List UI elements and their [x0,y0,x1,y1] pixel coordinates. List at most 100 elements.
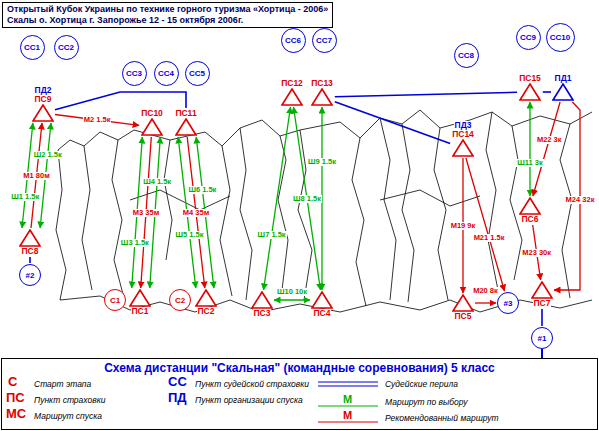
legend-rope-sample [318,385,378,386]
belay-point: ПС11 [174,109,197,136]
route-label: М2 1.5к [83,116,112,124]
belay-point: ПД2ПС9 [32,86,54,122]
route-label: Ш9 1.5к [307,158,337,166]
legend-text: Пункт страховки [34,395,105,405]
legend-text: Старт этапа [34,379,91,389]
point-label: ПС14 [451,130,475,139]
legend-text: Судейские перила [385,379,458,389]
route-line [264,107,291,290]
route-label: Ш4 1.5к [142,178,172,186]
point-label: ПД1 [554,74,573,83]
belay-triangle-outline [130,290,150,306]
belay-triangle [519,83,541,101]
belay-triangle [19,229,41,247]
legend-symbol: С [8,375,17,389]
point-label: ПД2 [34,86,53,95]
point-label: ПС6 [521,215,540,224]
belay-triangle-outline [520,84,540,100]
belay-triangle [519,197,541,215]
route-label: М20 8к [472,287,499,295]
station-circle: С2 [169,289,191,311]
station-circle: СС6 [281,28,306,53]
station-circle: СС5 [185,61,210,86]
route-label: М3 35м [132,209,160,217]
route-label: Ш8 1.5к [292,195,322,203]
legend-caption: Схема дистанции "Скальная" (командные со… [0,361,599,375]
belay-triangle-outline [453,140,473,156]
station-label: СС1 [24,43,40,52]
station-circle: #2 [19,264,41,286]
belay-triangle-outline [252,292,272,308]
route-label: Ш5 1.5к [175,231,205,239]
belay-triangle [175,118,197,136]
legend-symbol: МС [6,407,26,421]
point-label: ПС15 [518,74,542,83]
station-circle: #3 [497,292,519,314]
belay-triangle-outline [142,119,162,135]
belay-point: ПС1 [129,289,151,316]
point-label: ПД3 [454,121,473,130]
route-label: М21 1.5к [473,234,506,242]
legend-text: Маршрут по выбору [385,397,468,407]
station-label: СС5 [189,69,205,78]
route-line [529,102,530,196]
belay-triangle [141,118,163,136]
legend-red-sample [318,421,378,422]
legend-symbol: ПД [168,391,187,405]
route-label: М4 35м [182,209,210,217]
belay-triangle [32,104,54,122]
point-label: ПС11 [174,109,197,118]
point-label: ПС12 [280,79,304,88]
belay-triangle [531,281,553,299]
station-label: СС9 [520,33,536,42]
point-label: ПС13 [310,79,334,88]
station-circle: СС4 [154,61,179,86]
belay-point: ПД3ПС14 [451,121,475,157]
legend-symbol: СС [168,375,187,389]
station-label: С2 [175,296,185,305]
point-label: ПС4 [313,309,332,318]
station-label: #1 [538,334,547,343]
station-circle: СС7 [312,28,337,53]
belay-point: ПС15 [518,74,542,101]
belay-point: ПС4 [311,291,333,318]
route-line [29,257,31,263]
legend-text: Пункт судейской страховки [195,379,309,389]
station-label: СС4 [158,69,174,78]
point-label: ПС2 [197,307,216,316]
belay-triangle [281,88,303,106]
route-label: Ш2 1.5к [33,151,63,159]
route-line [475,302,496,303]
belay-point: ПС5 [452,294,474,321]
station-label: СС8 [458,51,474,60]
route-label: Ш10 10к [276,288,308,296]
station-label: #2 [26,271,35,280]
belay-triangle-outline [520,198,540,214]
belay-point: ПС3 [251,291,273,318]
belay-triangle [552,83,574,101]
belay-triangle-outline [282,89,302,105]
route-line [533,102,560,196]
point-label: ПС5 [454,312,473,321]
belay-triangle-outline [532,282,552,298]
belay-triangle [251,291,273,309]
header-box: Открытый Кубок Украины по технике горног… [2,2,333,28]
station-label: СС7 [316,36,332,45]
legend-symbol: М [343,409,352,421]
legend-symbol: М [343,393,352,405]
belay-triangle-outline [196,290,216,306]
route-line [335,92,517,96]
belay-point: ПС6 [519,197,541,224]
belay-triangle [311,88,333,106]
route-line [541,309,543,326]
belay-point: ПС2 [195,289,217,316]
legend-symbol: ПС [6,391,25,405]
station-label: СС2 [58,43,74,52]
route-label: М19 9к [450,222,477,230]
route-label: Ш7 1.5к [257,231,287,239]
belay-triangle-outline [33,105,53,121]
legend-text: Маршрут спуска [34,411,102,421]
route-label: Ш1 1.5к [10,193,40,201]
legend-text: Рекомендованный маршрут [385,413,499,423]
